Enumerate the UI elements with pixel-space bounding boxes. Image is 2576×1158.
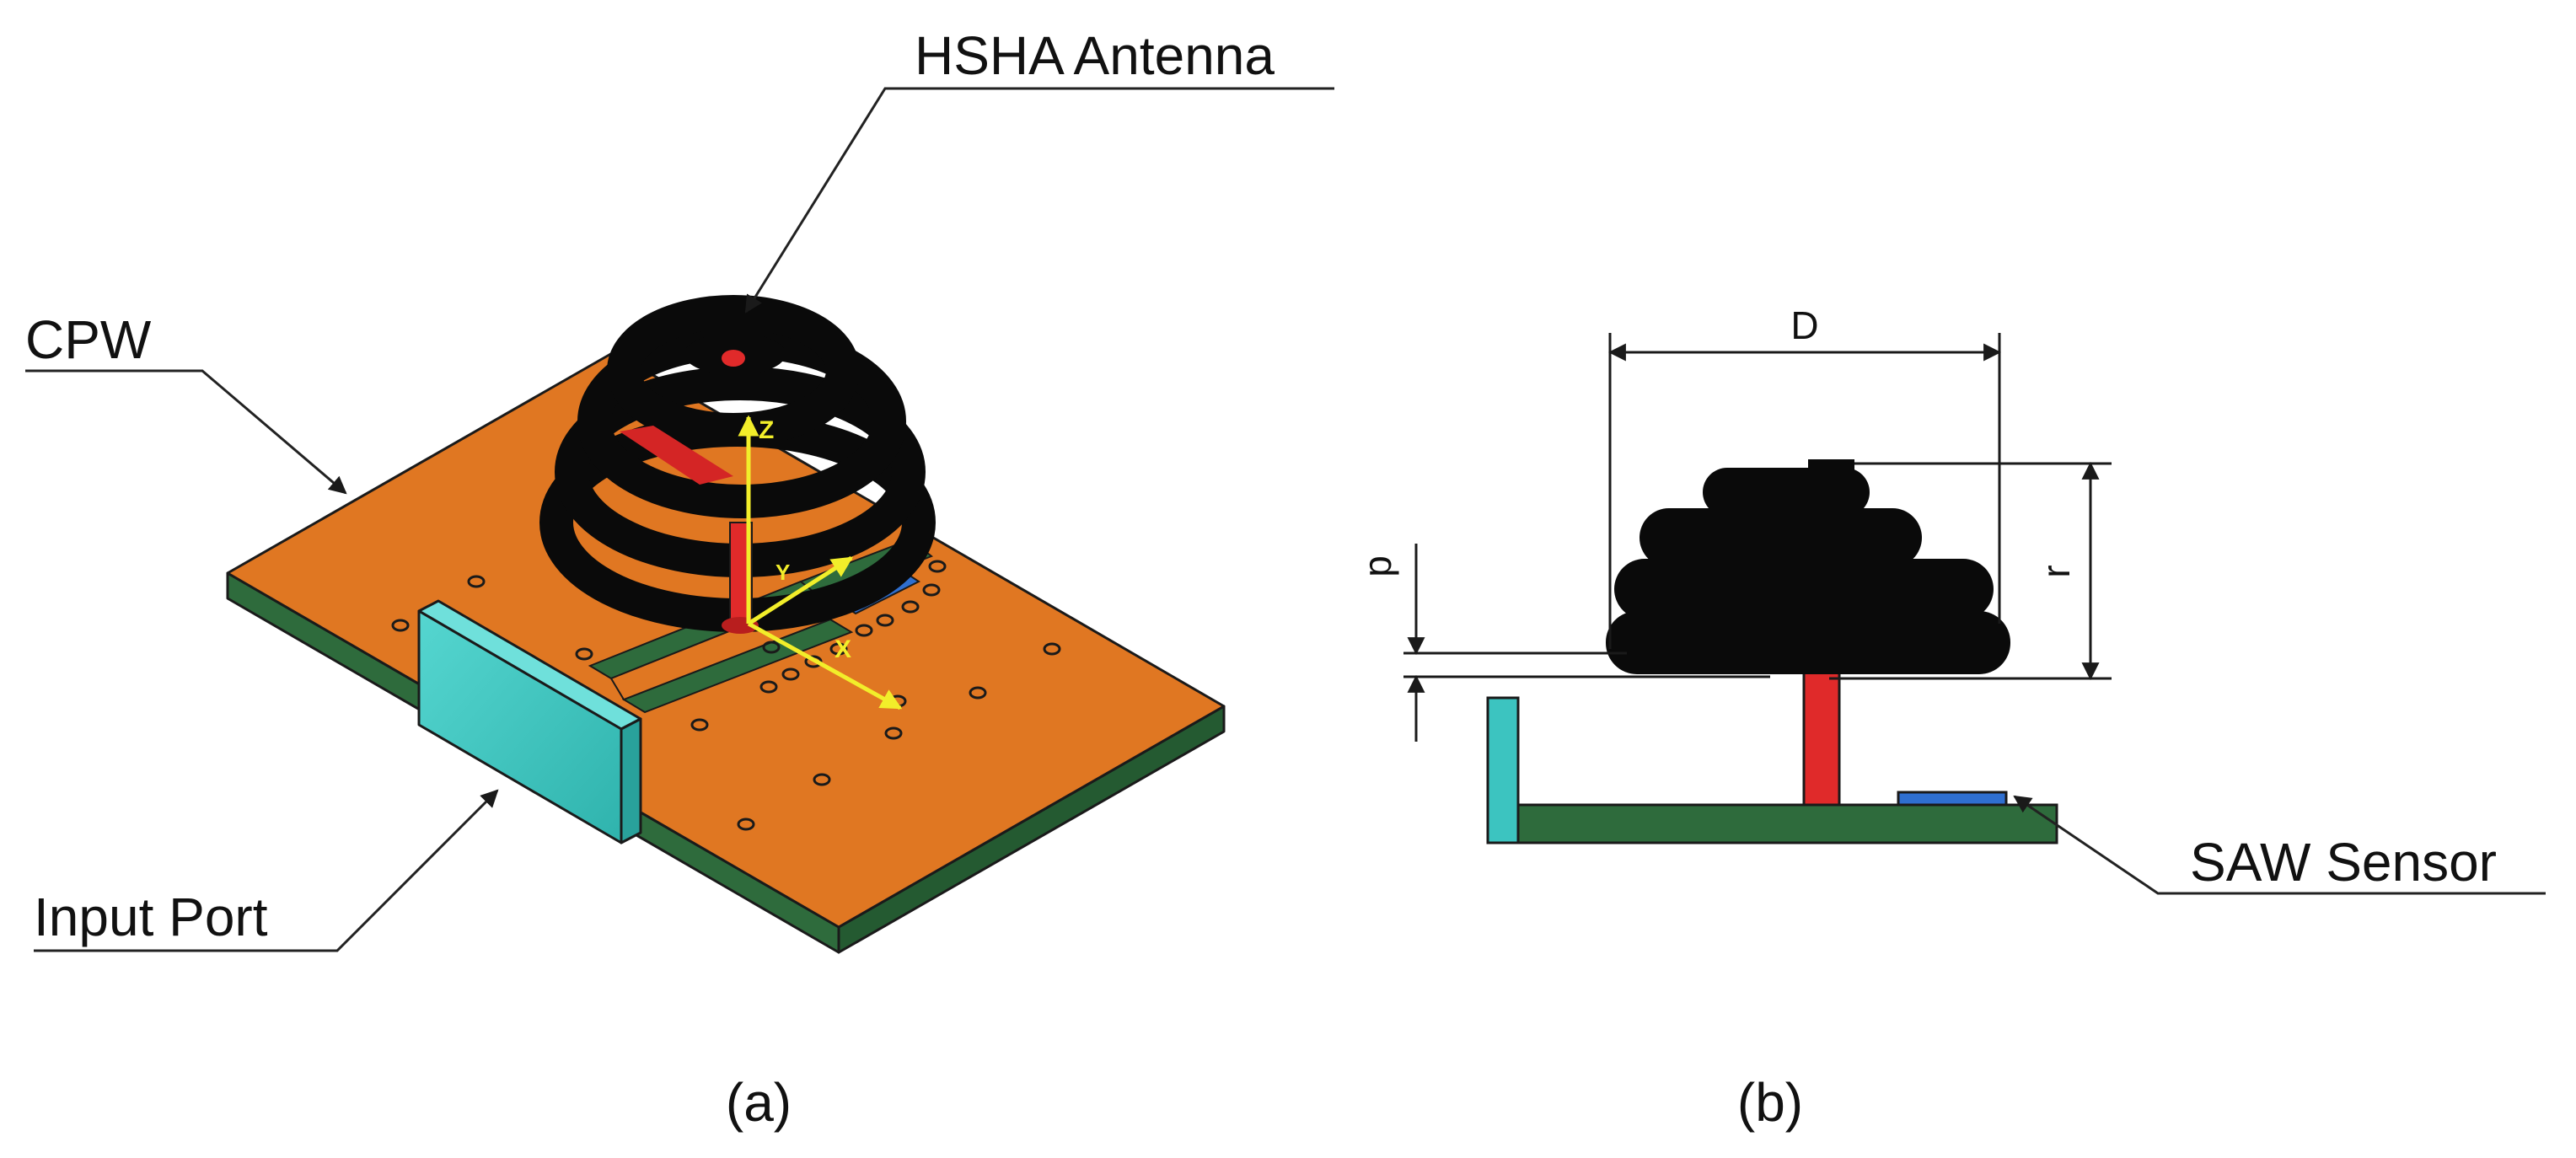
leader-cpw bbox=[25, 369, 347, 495]
dimension-lines bbox=[1403, 333, 2112, 742]
via bbox=[391, 619, 410, 632]
panel-a: Z Y X HSHA Antenna CPW Input Port (a) bbox=[25, 25, 1334, 1133]
via bbox=[884, 726, 903, 740]
via bbox=[690, 718, 709, 732]
substrate-side-view bbox=[1516, 803, 2058, 844]
via bbox=[1043, 642, 1061, 656]
axis-z-label: Z bbox=[759, 416, 774, 444]
dim-d-label: D bbox=[1790, 303, 1818, 347]
via bbox=[876, 614, 894, 627]
via bbox=[575, 647, 593, 661]
axes-triad: Z Y X bbox=[738, 415, 903, 710]
via bbox=[969, 686, 987, 700]
feed-sheath-red bbox=[620, 426, 733, 485]
via bbox=[467, 575, 486, 588]
via bbox=[781, 667, 800, 681]
via bbox=[855, 624, 873, 637]
via bbox=[737, 818, 755, 831]
coil-band-3 bbox=[1614, 559, 1994, 619]
leader-hsha bbox=[744, 87, 1334, 314]
axis-y-line bbox=[747, 555, 854, 626]
label-hsha-antenna: HSHA Antenna bbox=[915, 25, 1275, 86]
feed-tip-red bbox=[722, 350, 745, 367]
via bbox=[829, 642, 848, 656]
dim-r-label: r bbox=[2034, 565, 2078, 577]
caption-b: (b) bbox=[1737, 1072, 1803, 1133]
dim-p-label: p bbox=[1355, 555, 1399, 577]
panel-b: D r p SAW Sensor (b) bbox=[1355, 303, 2546, 1133]
label-input-port: Input Port bbox=[34, 887, 268, 947]
axis-x-line bbox=[747, 621, 903, 710]
hsha-antenna-side-view bbox=[1606, 459, 2010, 674]
via bbox=[762, 641, 781, 654]
leader-saw-sensor bbox=[2013, 795, 2546, 895]
input-port-3d bbox=[417, 599, 642, 844]
saw-sensor-side-view bbox=[1897, 791, 2008, 807]
leader-input-port bbox=[34, 789, 499, 952]
axis-y-label: Y bbox=[775, 560, 790, 585]
via bbox=[928, 560, 947, 573]
hsha-antenna-3d bbox=[539, 295, 936, 634]
via bbox=[922, 583, 941, 597]
label-saw-sensor: SAW Sensor bbox=[2190, 832, 2497, 893]
axis-x-label: X bbox=[835, 635, 851, 663]
caption-a: (a) bbox=[726, 1072, 792, 1133]
coil-band-4 bbox=[1606, 611, 2010, 674]
port-side bbox=[620, 717, 642, 844]
via bbox=[813, 773, 831, 786]
via bbox=[759, 680, 778, 694]
coil-turn bbox=[607, 295, 860, 447]
coil-band-1 bbox=[1703, 468, 1870, 517]
label-cpw: CPW bbox=[25, 309, 152, 370]
via bbox=[901, 600, 920, 614]
via-holes bbox=[391, 560, 1061, 831]
coil-band-2 bbox=[1640, 508, 1922, 567]
input-port-side-view bbox=[1486, 696, 1520, 844]
